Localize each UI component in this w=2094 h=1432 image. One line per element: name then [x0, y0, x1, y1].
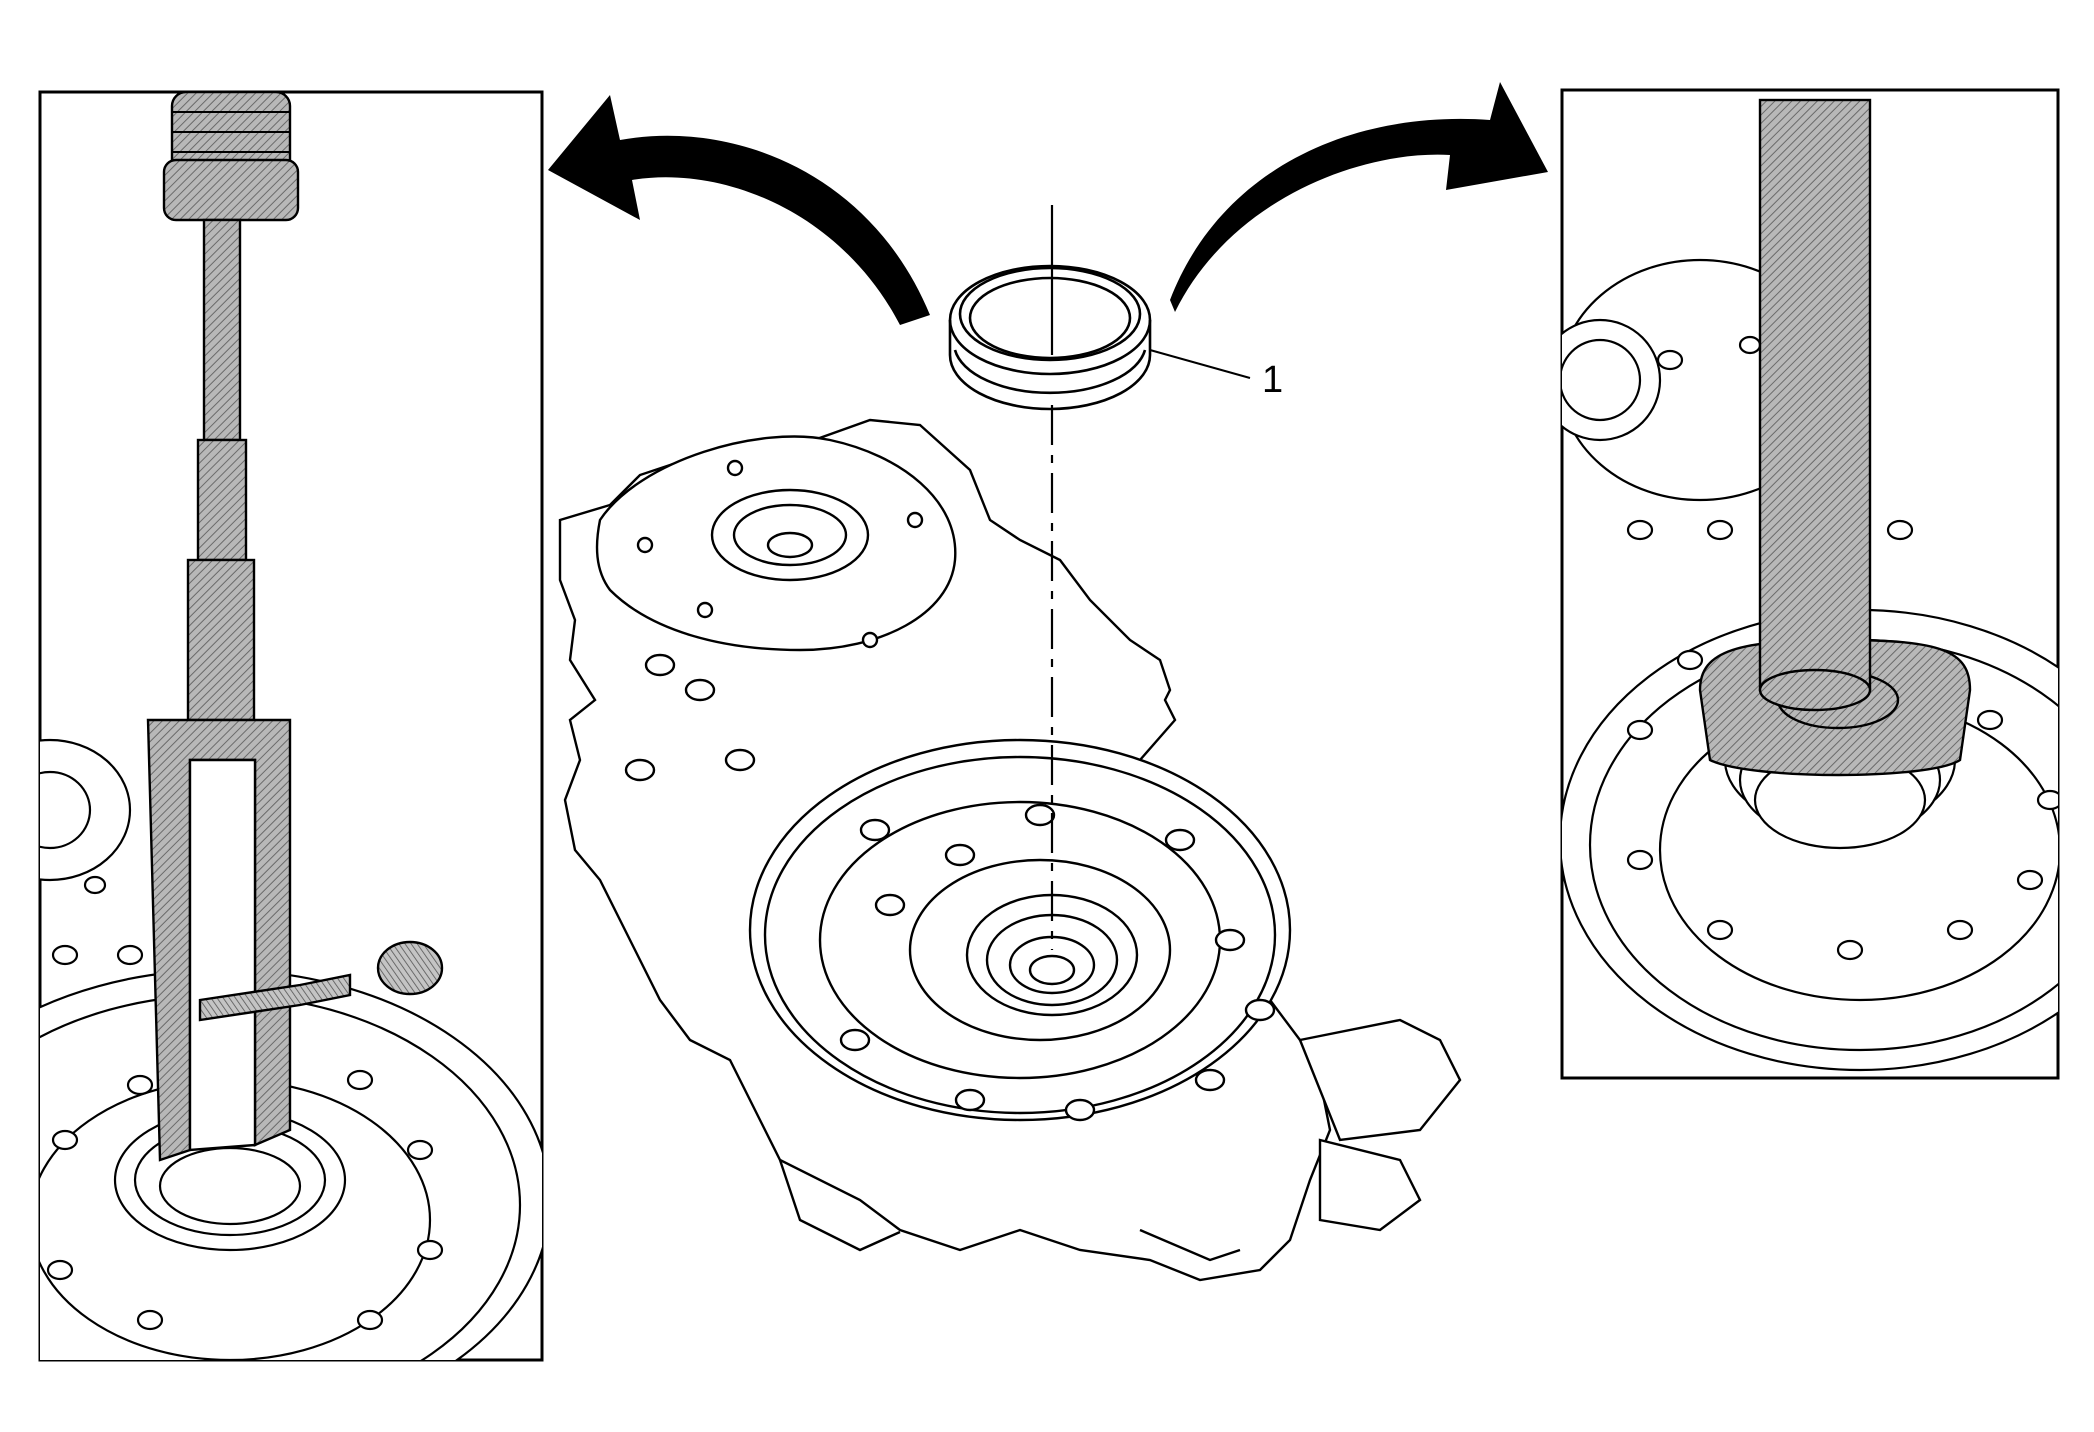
seal-installer-tool	[1698, 98, 1972, 777]
seal-remover-tool	[146, 92, 444, 1162]
arrow-to-left-panel	[548, 95, 930, 325]
callout-1: 1	[1149, 349, 1283, 401]
callout-leader	[1149, 349, 1251, 379]
right-detail-panel	[1560, 88, 2060, 1080]
transmission-housing	[558, 418, 1462, 1282]
seal-ring	[948, 264, 1152, 411]
left-detail-panel	[38, 90, 544, 1362]
callout-label: 1	[1262, 359, 1283, 401]
arrow-to-right-panel	[1170, 82, 1548, 312]
